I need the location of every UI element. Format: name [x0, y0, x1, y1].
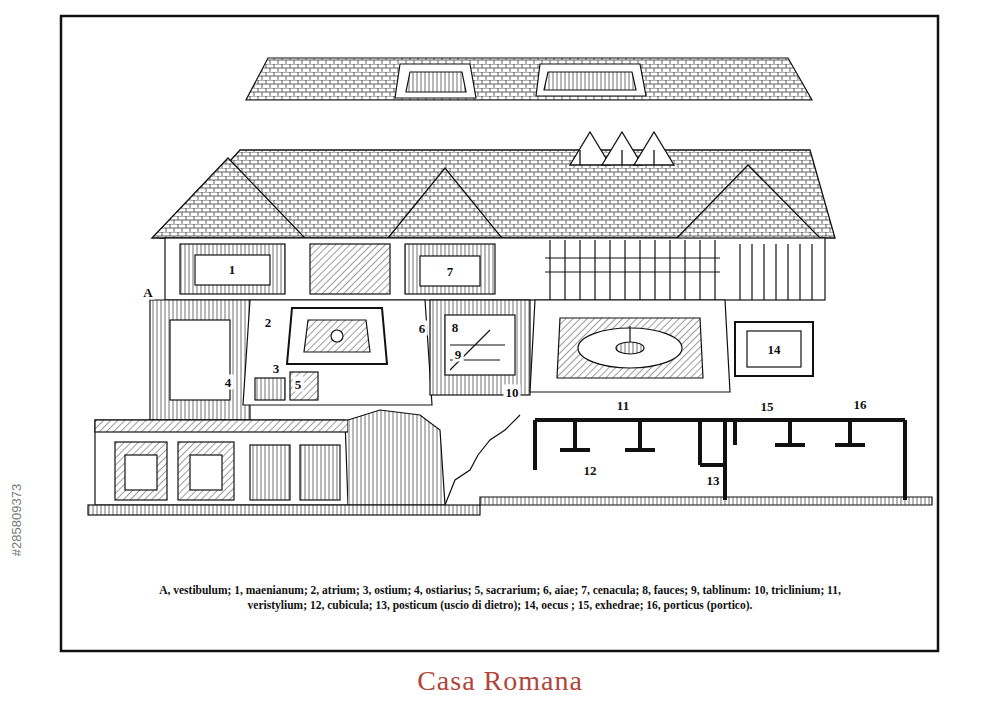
callout-number: 10: [504, 385, 521, 400]
illustration-part: [170, 320, 230, 400]
callout-number: 8: [450, 320, 461, 335]
figure-title: Casa Romana: [0, 664, 1000, 698]
watermark: #285809373: [9, 482, 24, 558]
illustration-part: [725, 420, 905, 500]
callout-number: 9: [453, 347, 464, 362]
illustration-part: [530, 300, 730, 392]
illustration-part: [180, 244, 285, 294]
illustration-part: [195, 255, 270, 285]
illustration-part: [405, 244, 495, 294]
callout-number: A: [141, 285, 154, 300]
illustration-part: [580, 150, 654, 165]
illustration-part: [535, 420, 725, 500]
illustration-part: [95, 420, 348, 505]
callout-number: 3: [271, 361, 282, 376]
illustration-part: [536, 64, 646, 96]
callout-number: 5: [293, 377, 304, 392]
illustration-part: [61, 16, 938, 651]
callout-number: 7: [445, 264, 456, 279]
illustration-part: [550, 240, 715, 300]
illustration-part: [243, 300, 432, 405]
callout-number: 2: [263, 315, 274, 330]
illustration-part: [735, 322, 813, 376]
roofs: [152, 132, 835, 240]
illustration-part: [255, 378, 285, 400]
illustration-part: [445, 315, 515, 375]
illustration-part: [310, 244, 390, 294]
illustration-part: [445, 415, 520, 505]
floor-plan-walls: [535, 420, 905, 500]
callout-number: 6: [417, 321, 428, 336]
illustration-part: [450, 330, 505, 370]
illustration-part: [406, 72, 466, 92]
illustration-part: [570, 132, 610, 165]
illustration-part: [190, 455, 222, 490]
illustration-part: [152, 158, 305, 238]
legend-caption: A, vestibulum; 1, maenianum; 2, atrium; …: [150, 583, 850, 613]
illustration-part: [616, 342, 644, 354]
illustration-part: [178, 442, 234, 500]
front-facade: [95, 410, 520, 505]
ground-floor: [150, 300, 813, 420]
illustration-part: [395, 64, 476, 98]
illustration-part: [388, 168, 502, 238]
back-building: [246, 58, 812, 100]
illustration-part: [300, 445, 340, 500]
illustration-part: [420, 256, 480, 286]
callout-number: 14: [766, 342, 783, 357]
callout-number: 13: [705, 473, 722, 488]
illustration-part: [150, 300, 250, 420]
illustration-part: [88, 505, 480, 515]
illustration-part: [165, 238, 825, 300]
callout-number: 11: [615, 398, 631, 413]
illustration-part: [331, 330, 343, 342]
illustration-part: [246, 58, 812, 100]
illustration-part: [287, 308, 387, 364]
illustration-part: [629, 326, 630, 342]
frame: [61, 16, 938, 651]
illustration-part: [290, 372, 318, 400]
callout-number: 16: [852, 397, 869, 412]
illustration-part: [545, 258, 720, 272]
illustration-part: [557, 318, 703, 378]
callout-number: 1: [227, 262, 238, 277]
callout-number: 15: [759, 399, 776, 414]
illustration-part: [740, 244, 812, 300]
illustration-part: [747, 331, 801, 367]
illustration-part: [430, 300, 530, 395]
illustration-part: [675, 165, 822, 240]
illustration-part: [115, 442, 167, 500]
illustration-part: [125, 455, 157, 490]
illustration-part: [304, 320, 370, 352]
illustration-part: [95, 420, 348, 432]
illustration-part: [544, 72, 636, 90]
illustration-part: [533, 420, 537, 470]
illustration-part: [250, 445, 290, 500]
callout-number: 12: [582, 463, 599, 478]
illustration-part: [348, 410, 445, 505]
upper-floor: [165, 238, 825, 300]
callout-number: 4: [223, 375, 234, 390]
illustration-part: [480, 497, 932, 505]
base-slab: [88, 497, 932, 515]
